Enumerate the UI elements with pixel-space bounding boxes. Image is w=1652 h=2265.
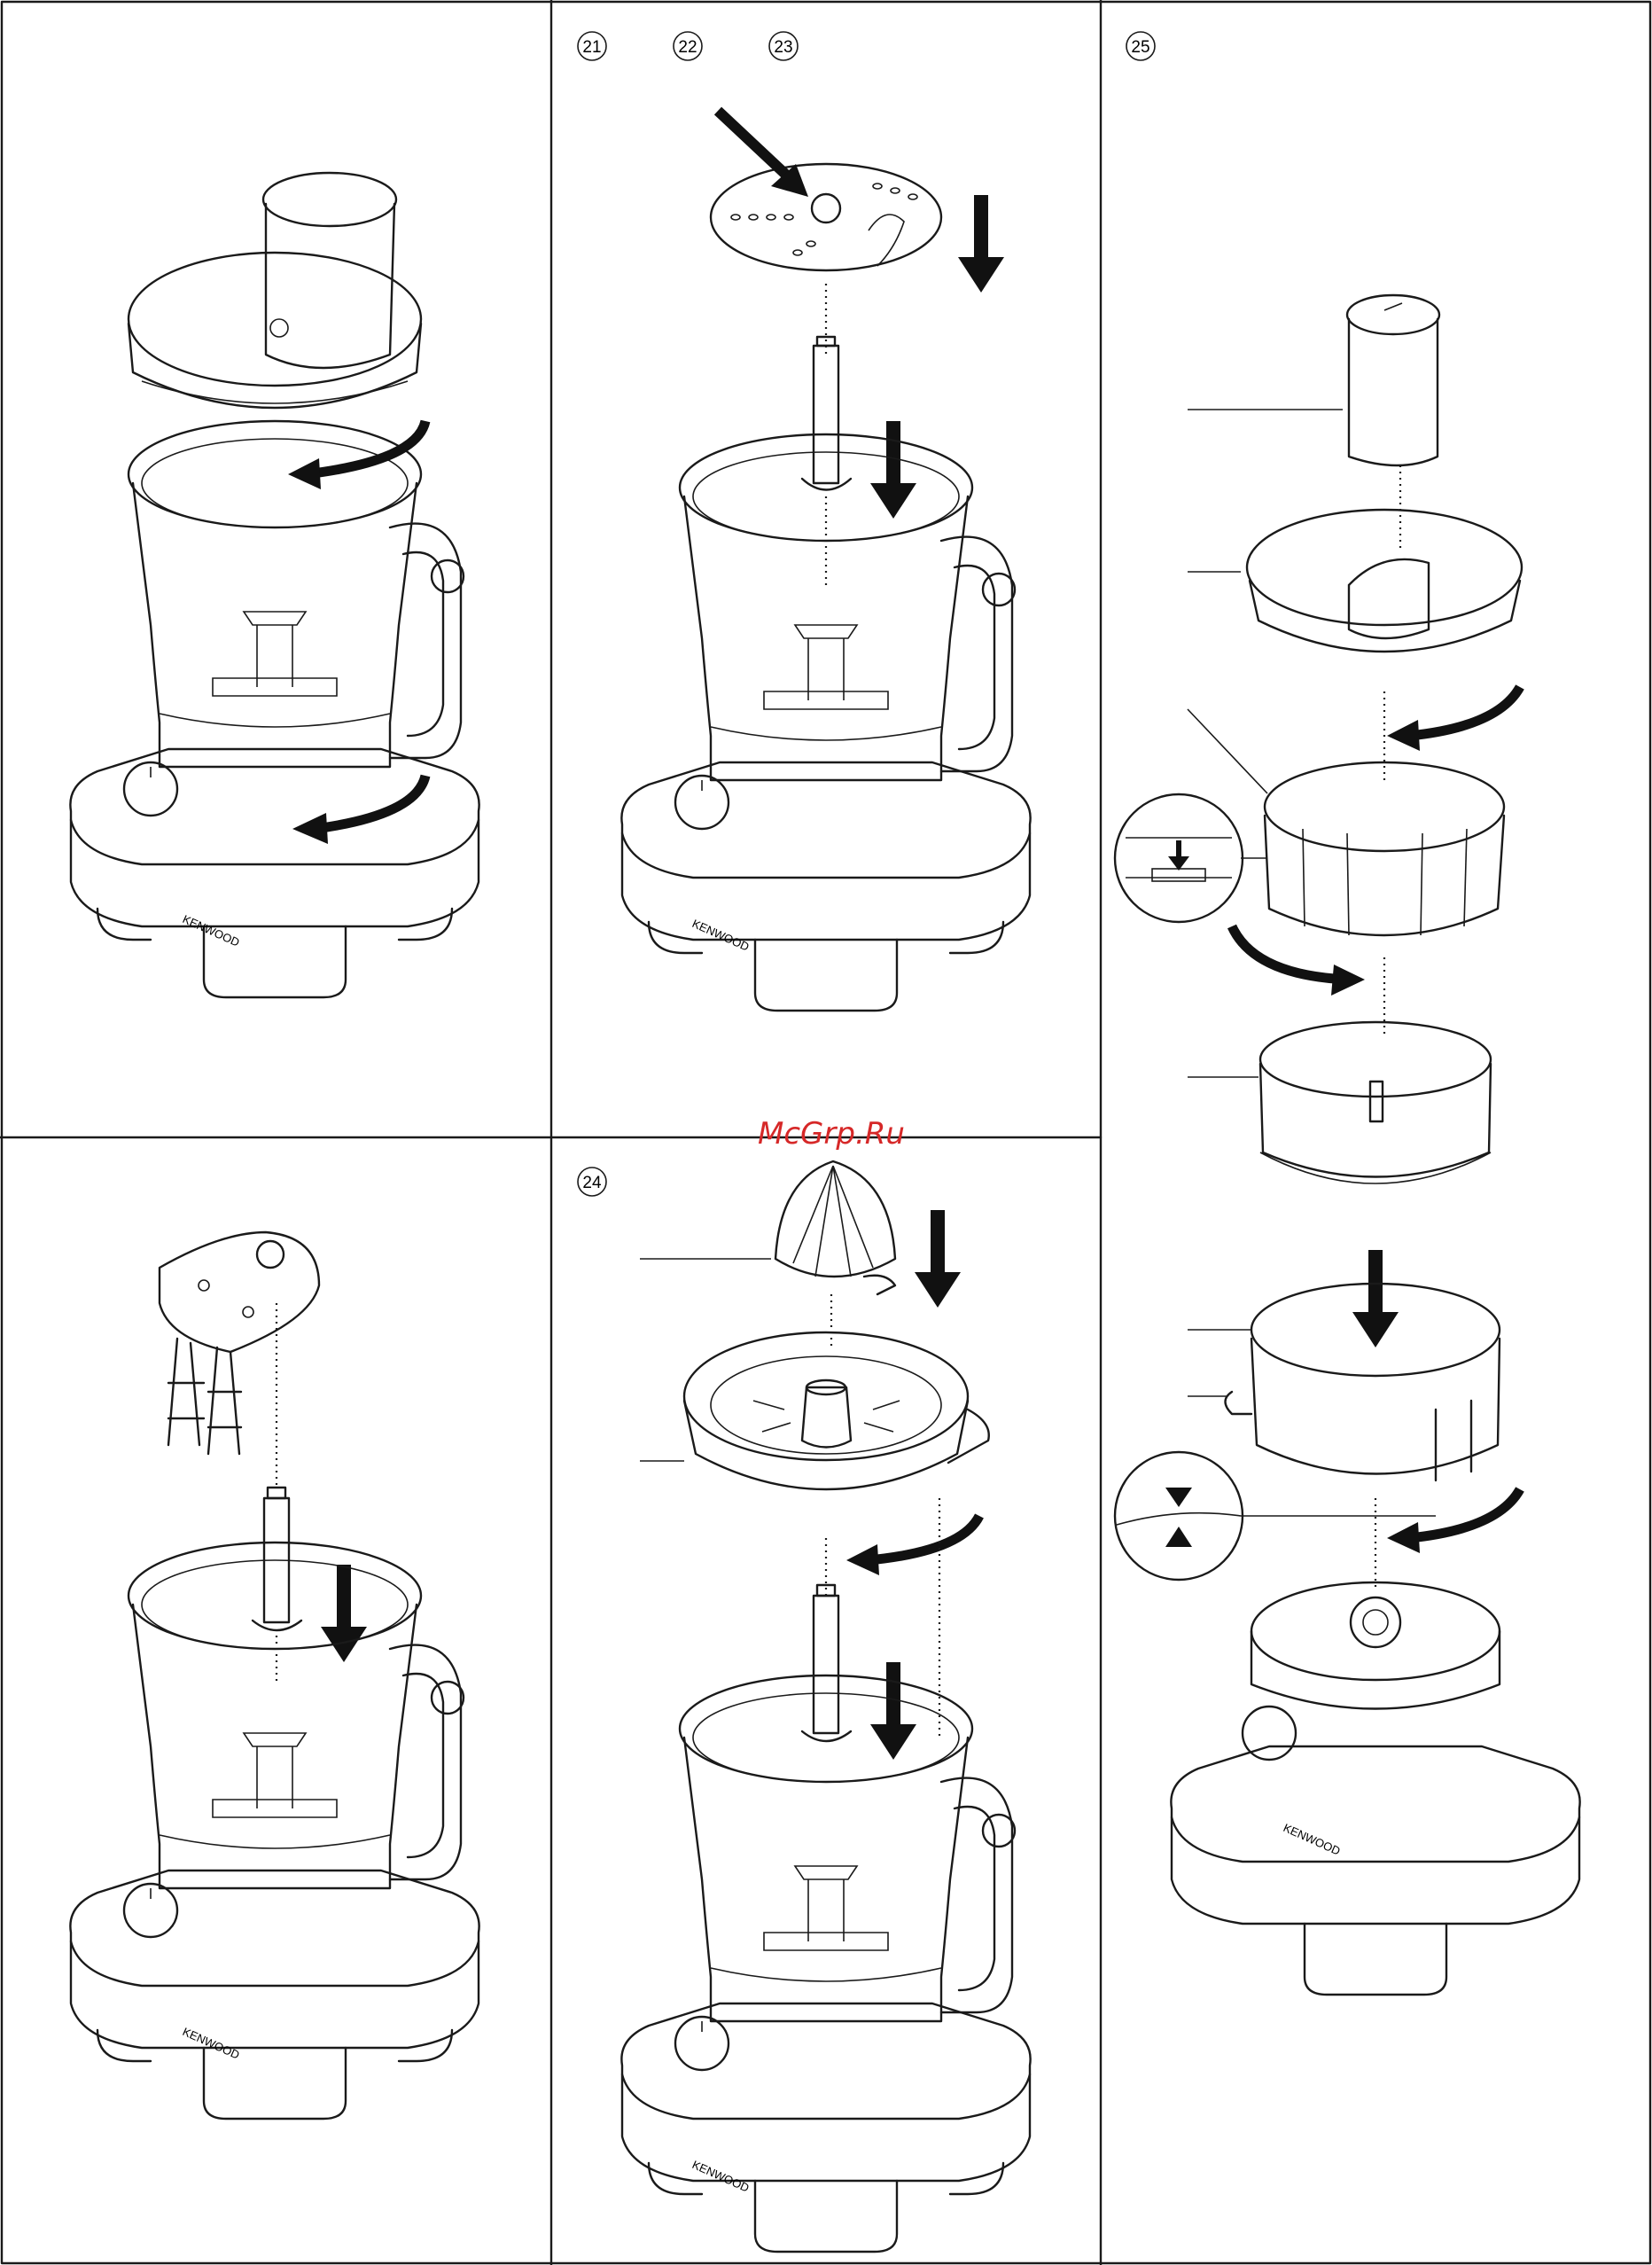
watermark: McGrp.Ru xyxy=(758,1116,905,1152)
brand-label: KENWOOD xyxy=(690,917,752,954)
illustration-panel-lid-assembly: KENWOOD xyxy=(70,173,479,997)
brand-label: KENWOOD xyxy=(181,2025,242,2062)
step-number-25: 25 xyxy=(1126,32,1155,60)
step-number-21: 21 xyxy=(578,32,606,60)
step-number-23: 23 xyxy=(769,32,798,60)
illustration-panel-juicer-assembly: 25 xyxy=(1115,32,1580,1995)
svg-text:23: 23 xyxy=(774,38,792,57)
illustration-panel-disc-assembly: 21 22 23 KENWOOD xyxy=(578,32,1031,1011)
brand-label: KENWOOD xyxy=(1282,1821,1343,1858)
illustration-panel-citrus-press: 24 KENWOOD xyxy=(578,1161,1031,2252)
svg-text:22: 22 xyxy=(678,38,697,57)
brand-label: KENWOOD xyxy=(690,2158,752,2195)
step-number-22: 22 xyxy=(674,32,702,60)
step-number-24: 24 xyxy=(578,1168,606,1196)
illustration-panel-whisk-assembly: KENWOOD xyxy=(70,1232,479,2119)
svg-text:25: 25 xyxy=(1131,38,1149,57)
brand-label: KENWOOD xyxy=(181,912,242,949)
svg-text:21: 21 xyxy=(582,38,601,57)
svg-text:24: 24 xyxy=(582,1174,602,1192)
